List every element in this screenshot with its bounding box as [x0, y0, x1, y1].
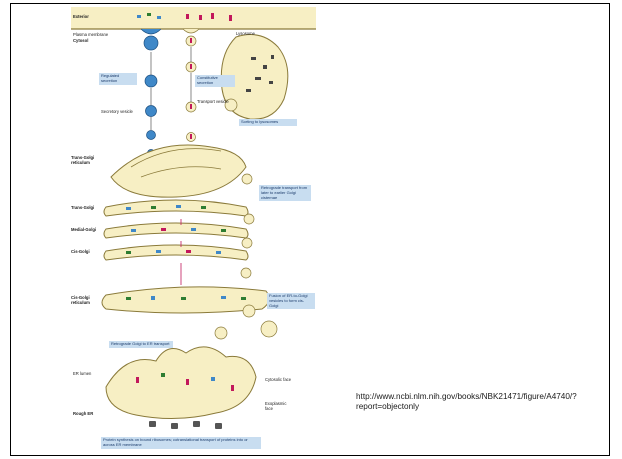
cis-cisterna [103, 244, 249, 261]
secretory-vesicle-label: Secretory vesicle [101, 109, 133, 114]
cis-reticulum-cargo [126, 296, 246, 300]
sorting-to-lysosomes-box: Sorting to lysosomes [239, 119, 297, 126]
regulated-secretion-box: Regulated secretion [99, 73, 137, 85]
secretory-pathway-diagram [71, 7, 316, 429]
transport-vesicle-label: Transport vesicle [197, 99, 229, 104]
slide-frame: Exterior Plasma membrane Cytosol Lysosom… [10, 3, 610, 456]
er-cargo [136, 373, 234, 391]
retrograde-golgi-er-box: Retrograde Golgi to ER transport [109, 341, 173, 348]
rough-er [105, 346, 257, 420]
lysosome-vesicle [224, 98, 238, 112]
retrograde-vesicles [240, 173, 255, 279]
cis-golgi-label: Cis-Golgi [71, 249, 90, 254]
protein-synthesis-box: Protein synthesis on bound ribosomes; co… [101, 437, 261, 449]
exocytosis-constitutive [182, 28, 200, 34]
trans-golgi-reticulum [110, 144, 247, 198]
constitutive-secretion-box: Constitutive secretion [195, 75, 235, 87]
er-to-golgi-vesicles [214, 304, 278, 340]
ribosomes [149, 421, 222, 429]
source-url-text: http://www.ncbi.nlm.nih.gov/books/NBK214… [356, 392, 577, 411]
lysosome-label: Lysosome [236, 31, 255, 36]
exterior-label: Exterior [73, 14, 89, 19]
protein-sorting-figure: Exterior Plasma membrane Cytosol Lysosom… [71, 7, 316, 457]
exterior-cargo [137, 13, 232, 21]
er-lumen-label: ER lumen [73, 371, 92, 376]
exoplasmic-face-label: Exoplasmic face [265, 401, 287, 411]
constitutive-cargo [190, 38, 192, 139]
constitutive-vesicles [185, 35, 197, 142]
lysosome-contents [246, 55, 274, 92]
trans-golgi-label: Trans-Golgi [71, 205, 95, 210]
cytosol-label: Cytosol [73, 38, 89, 43]
exterior-region [71, 7, 316, 29]
retrograde-cisternae-box: Retrograde transport from later to earli… [259, 185, 311, 202]
golgi-cargo [126, 205, 226, 254]
plasma-membrane-label: Plasma membrane [73, 32, 109, 37]
medial-cisterna [103, 222, 249, 239]
trans-golgi-reticulum-label: Trans-Golgi reticulum [71, 155, 95, 165]
cis-golgi-reticulum-label: Cis-Golgi reticulum [71, 295, 90, 305]
cytosolic-face-label: Cytosolic face [265, 377, 292, 382]
golgi-cisternae [103, 199, 249, 261]
exocytosis-regulated [140, 28, 162, 35]
medial-golgi-label: Medial-Golgi [71, 227, 97, 232]
rough-er-label: Rough ER [73, 411, 94, 416]
fusion-er-golgi-box: Fusion of ER-to-Golgi vesicles to form c… [267, 293, 315, 310]
